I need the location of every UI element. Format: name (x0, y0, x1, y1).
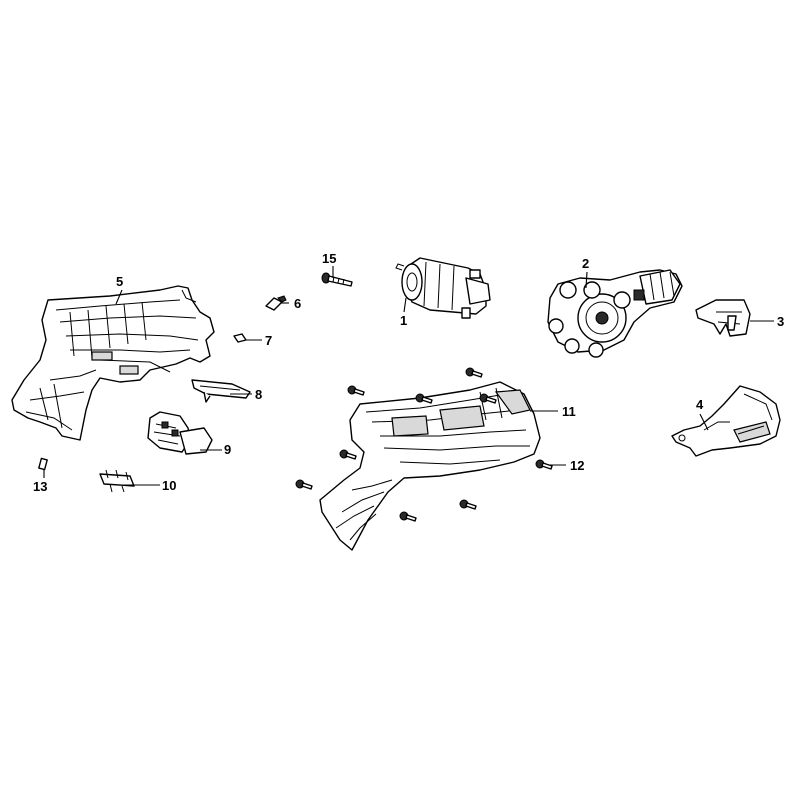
screw (465, 367, 483, 378)
callout-12: 12 (570, 458, 584, 473)
part-6-connector (265, 295, 287, 311)
part-2-gearbox (547, 269, 683, 358)
callout-4: 4 (696, 397, 704, 412)
part-11-right-housing (319, 381, 541, 551)
part-5-left-housing (11, 285, 215, 441)
screw (347, 385, 365, 396)
part-15-screw (321, 272, 353, 287)
screw (415, 393, 433, 404)
callout-3: 3 (777, 314, 784, 329)
callout-8: 8 (255, 387, 262, 402)
screw (295, 479, 313, 490)
callout-5: 5 (116, 274, 123, 289)
screw (399, 511, 417, 522)
callout-10: 10 (162, 478, 176, 493)
part-13-clip (38, 457, 48, 471)
callout-6: 6 (294, 296, 301, 311)
callout-13: 13 (33, 479, 47, 494)
screw (479, 393, 497, 404)
callout-7: 7 (265, 333, 272, 348)
callout-2: 2 (582, 256, 589, 271)
screw (339, 449, 357, 460)
screw (459, 499, 477, 510)
callout-9: 9 (224, 442, 231, 457)
screw-group-part-11 (295, 367, 497, 522)
part-8-switch-plate (191, 379, 251, 403)
callout-1: 1 (400, 313, 407, 328)
leader-lines (43, 266, 774, 486)
part-1-motor (395, 257, 491, 319)
callout-labels: 1 2 3 4 5 6 7 8 9 10 11 12 13 15 (33, 251, 784, 494)
callout-15: 15 (322, 251, 336, 266)
part-7-nut (233, 333, 247, 343)
part-9-switch (147, 411, 213, 455)
part-4-side-cover (671, 385, 781, 457)
part-10-terminal (99, 469, 135, 493)
part-3-bracket (695, 299, 751, 337)
callout-11: 11 (562, 404, 576, 419)
